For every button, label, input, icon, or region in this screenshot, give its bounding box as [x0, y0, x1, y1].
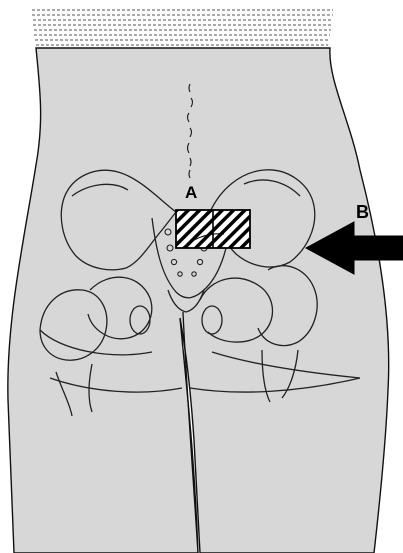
- label-a: A: [185, 183, 197, 203]
- waistband-lines: [32, 10, 333, 45]
- label-b: B: [356, 202, 369, 223]
- body-silhouette: [8, 48, 389, 553]
